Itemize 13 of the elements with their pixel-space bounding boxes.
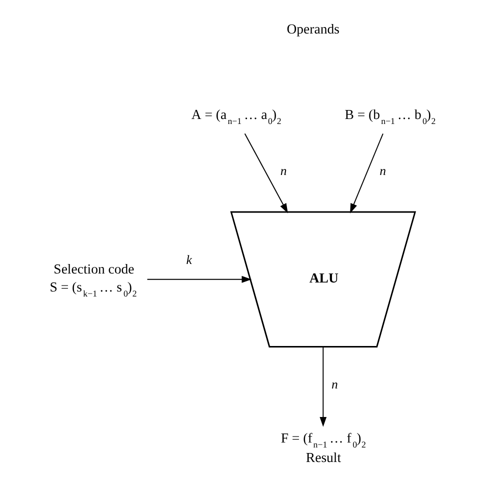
node-text: B = (b$_{n−1}$ … b$_{0}$)$_{2}$ [344, 106, 436, 126]
node-text: Selection code S = (s$_{k−1}$ … s$_{0}$)$_{2}$ [50, 262, 137, 298]
arrow [244, 133, 288, 214]
arrow [320, 346, 327, 427]
edge-label: n [280, 164, 287, 178]
node-text: A = (a$_{n−1}$ … a$_{0}$)$_{2}$ [191, 106, 282, 126]
edge-label: k [186, 253, 192, 268]
label: Operands [286, 22, 340, 37]
edge-label: n [380, 164, 386, 178]
edge-label: n [332, 377, 338, 392]
arrow [350, 133, 384, 214]
node-text: F = (f$_{n−1}$ … f$_{0}$)$_{2}$ Result [280, 430, 366, 465]
arrow [146, 276, 252, 283]
